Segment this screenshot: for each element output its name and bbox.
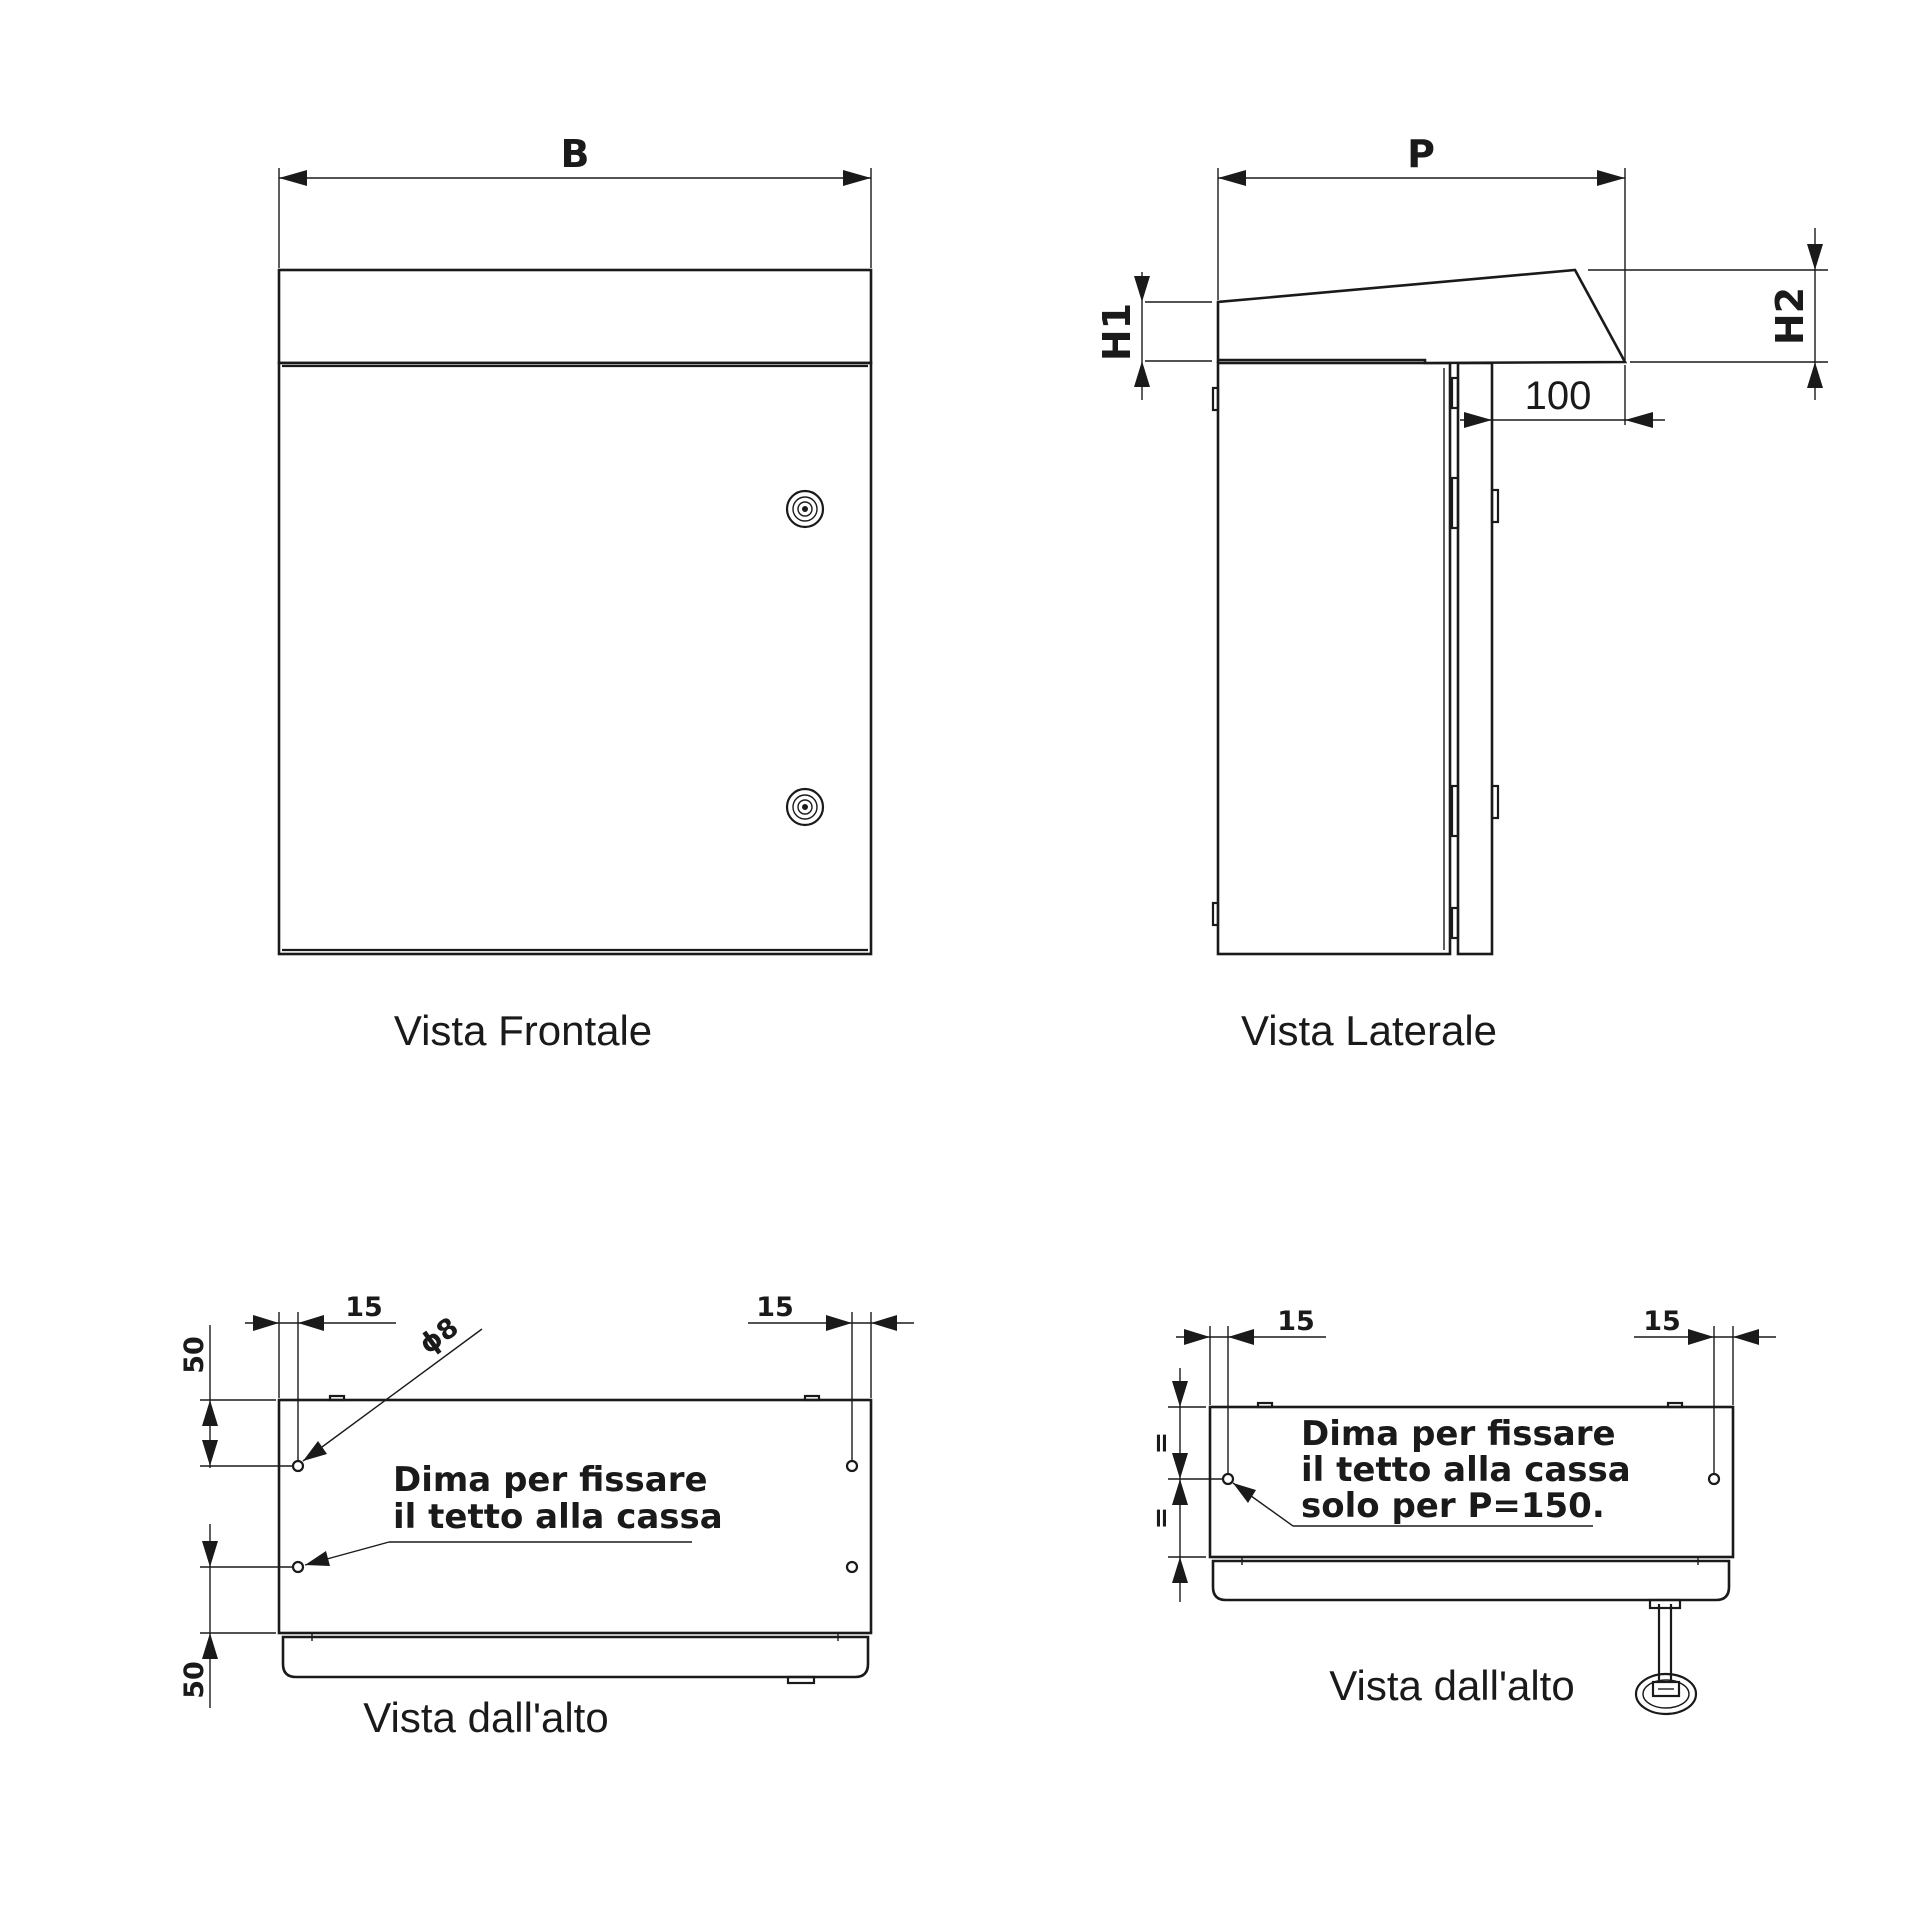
front-view-caption: Vista Frontale xyxy=(394,1007,652,1054)
template-note-line: Dima per fissare xyxy=(393,1460,708,1500)
dimension-left-offset: 15 xyxy=(245,1292,396,1460)
mount-hole xyxy=(291,1459,305,1473)
top-view-left-caption: Vista dall'alto xyxy=(363,1694,608,1741)
svg-text:ϕ8: ϕ8 xyxy=(414,1312,465,1361)
top-view-right-caption: Vista dall'alto xyxy=(1329,1662,1574,1709)
top-view-roof xyxy=(277,1398,873,1635)
h2-label: H2 xyxy=(1768,287,1812,345)
depth-label: P xyxy=(1407,132,1435,176)
side-roof xyxy=(1216,268,1628,365)
top-view-door xyxy=(281,1635,870,1679)
top-view-roof xyxy=(1208,1405,1735,1559)
template-note-leader xyxy=(304,1541,692,1566)
dimension-h2: H2 xyxy=(1588,228,1828,400)
right-offset-label: 15 xyxy=(1643,1306,1681,1337)
overhang-label: 100 xyxy=(1525,374,1592,418)
dimension-depth: P xyxy=(1217,132,1626,360)
mount-hole xyxy=(291,1560,305,1574)
side-view-caption: Vista Laterale xyxy=(1241,1007,1497,1054)
width-label: B xyxy=(561,132,590,176)
mount-hole xyxy=(845,1459,859,1473)
side-door xyxy=(1456,361,1494,956)
dimension-overhang: 100 xyxy=(1460,365,1665,428)
dimension-equal-spacing: = = xyxy=(1146,1368,1222,1602)
side-view: P H1 H2 100 Vista L xyxy=(1095,132,1828,1054)
dimension-h1: H1 xyxy=(1095,272,1212,400)
dimension-width: B xyxy=(278,132,872,268)
right-offset-label: 15 xyxy=(756,1292,794,1323)
front-door xyxy=(277,361,873,956)
mount-hole xyxy=(1221,1472,1235,1486)
dimension-right-offset: 15 xyxy=(1634,1306,1776,1473)
dimension-bottom-offset: 50 xyxy=(179,1524,292,1708)
mount-hole xyxy=(845,1560,859,1574)
top-view-right: 15 15 = = Dima p xyxy=(1146,1306,1776,1716)
dimension-right-offset: 15 xyxy=(748,1292,914,1460)
dimension-top-offset: 50 xyxy=(179,1325,292,1468)
key-icon xyxy=(1634,1598,1698,1716)
top-view-door xyxy=(1211,1559,1731,1602)
h1-label: H1 xyxy=(1095,303,1139,361)
lock-icon xyxy=(785,489,825,529)
left-offset-label: 15 xyxy=(345,1292,383,1323)
equal-mark: = xyxy=(1146,1507,1177,1530)
lock-icon xyxy=(785,787,825,827)
top-offset-label: 50 xyxy=(179,1336,210,1374)
equal-mark: = xyxy=(1146,1432,1177,1455)
template-note-line: Dima per fissare xyxy=(1301,1414,1616,1454)
dimension-left-offset: 15 xyxy=(1176,1306,1326,1473)
left-offset-label: 15 xyxy=(1277,1306,1315,1337)
mount-hole xyxy=(1707,1472,1721,1486)
side-body xyxy=(1216,361,1452,956)
front-view: B Vista Frontale xyxy=(277,132,873,1054)
top-view-left: 15 15 50 50 xyxy=(179,1292,914,1741)
template-note-line: il tetto alla cassa xyxy=(393,1497,723,1537)
bottom-offset-label: 50 xyxy=(179,1661,210,1699)
front-roof xyxy=(277,268,873,365)
template-note-line: solo per P=150. xyxy=(1301,1486,1605,1526)
template-note-line: il tetto alla cassa xyxy=(1301,1450,1631,1490)
template-note-leader xyxy=(1232,1482,1593,1527)
